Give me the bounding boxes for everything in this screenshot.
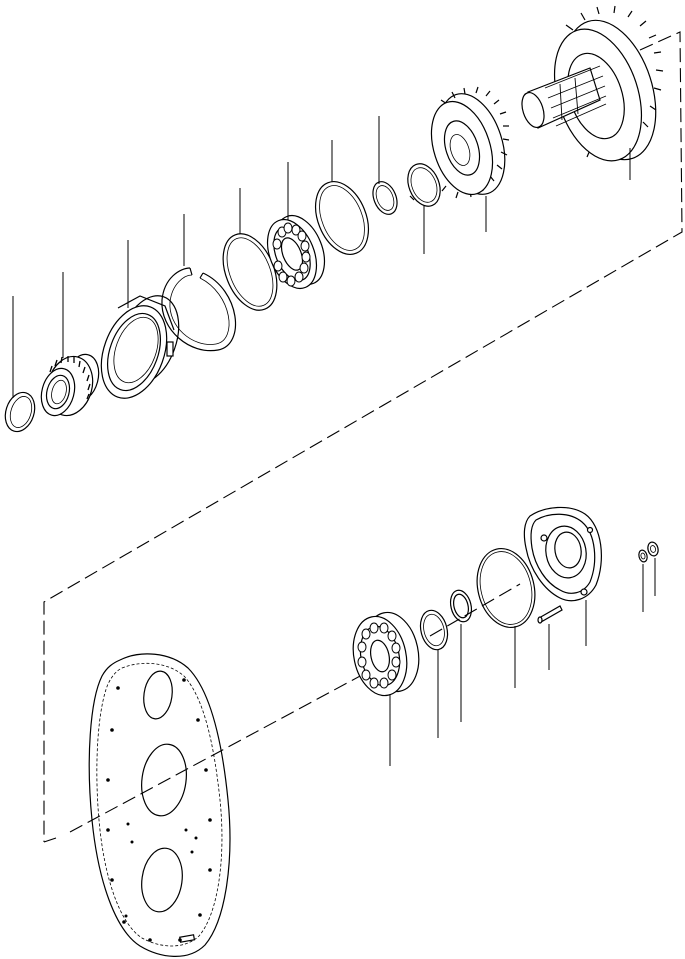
dowel-pin	[537, 605, 563, 624]
output-gear-shaft	[521, 5, 664, 162]
washer	[638, 549, 648, 563]
lower-leader-lines	[389, 558, 656, 766]
ball-bearing-upper	[266, 215, 326, 289]
retaining-ring	[407, 163, 441, 207]
cover-plate	[88, 653, 231, 957]
o-ring-lower	[476, 548, 536, 628]
nut	[647, 541, 659, 557]
upper-leader-lines	[12, 116, 631, 398]
spur-gear	[430, 86, 510, 199]
ball-bearing-lower	[352, 611, 420, 697]
split-snap-ring	[161, 267, 237, 352]
bearing-cap	[523, 506, 602, 602]
gear-hub	[40, 353, 100, 417]
snap-ring-small	[372, 181, 398, 215]
snap-ring-lower	[419, 609, 449, 651]
retaining-ring-lower	[449, 589, 473, 623]
assembly-path-lines	[43, 31, 683, 843]
snap-ring-left	[4, 391, 36, 433]
ring-upper	[314, 181, 370, 255]
bearing-cup-housing	[100, 295, 180, 399]
